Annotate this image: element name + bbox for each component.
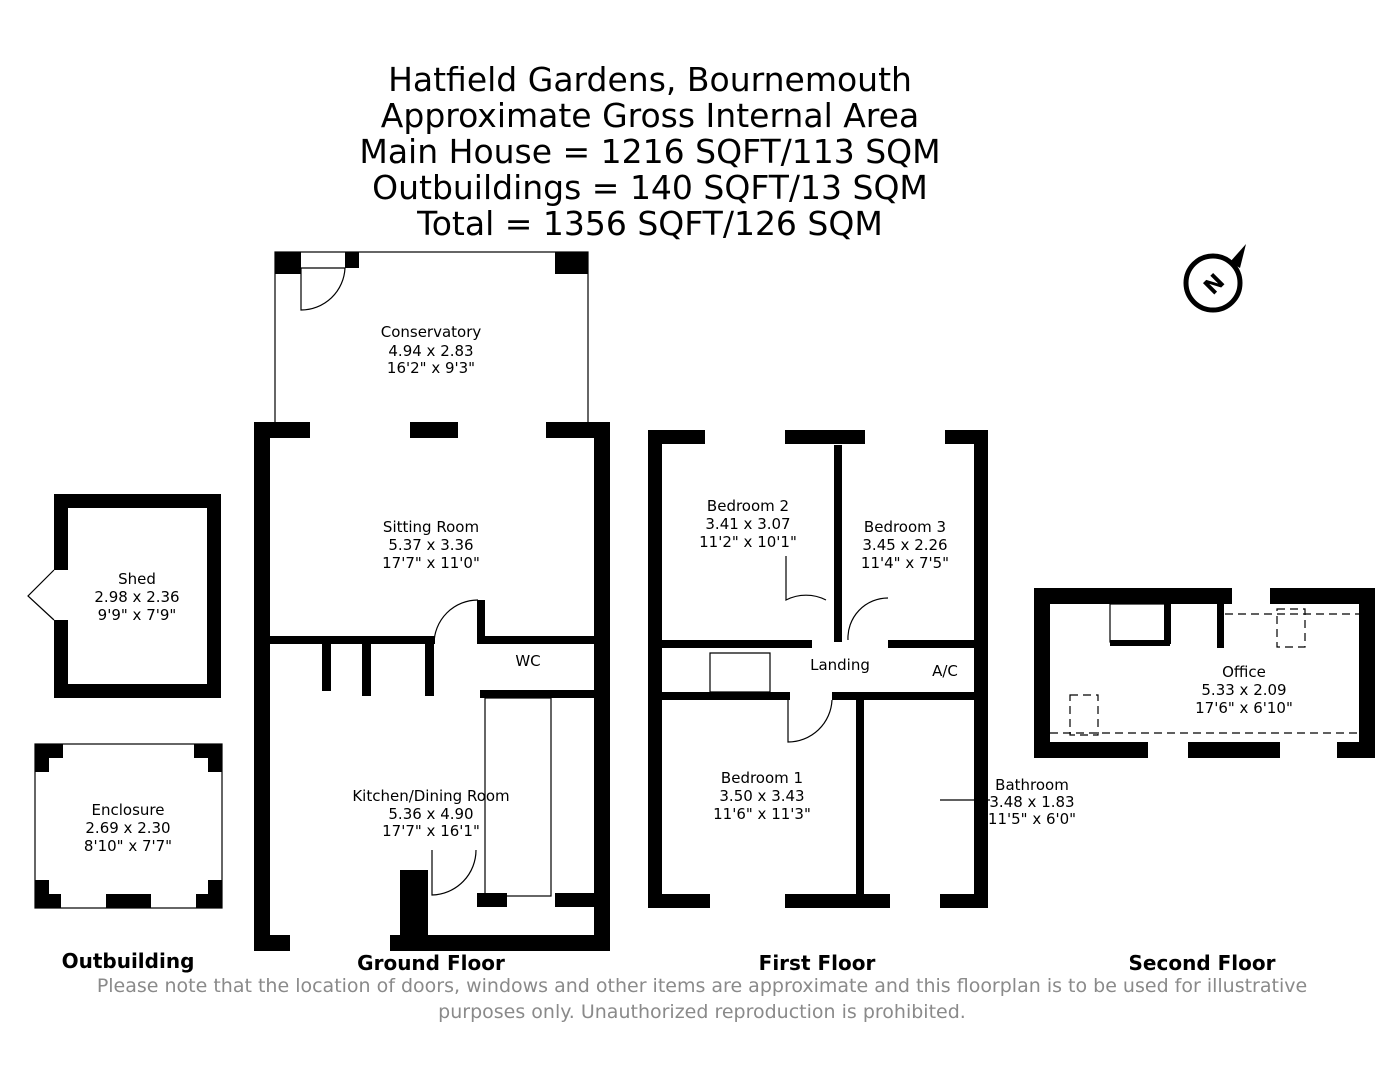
- title-gia: Approximate Gross Internal Area: [380, 96, 920, 135]
- plan-title: Hatfield Gardens, Bournemouth Approximat…: [0, 62, 1300, 242]
- room-label: Office: [1222, 663, 1266, 681]
- floor-label-second: Second Floor: [1129, 951, 1276, 975]
- room-label: 9'9" x 7'9": [98, 606, 177, 624]
- title-total: Total = 1356 SQFT/126 SQM: [417, 204, 883, 243]
- room-label: Landing: [810, 656, 870, 674]
- room-label: Sitting Room: [383, 518, 479, 536]
- room-label: 2.98 x 2.36: [94, 588, 179, 606]
- room-label: 3.48 x 1.83: [989, 793, 1074, 811]
- room-label: 8'10" x 7'7": [84, 837, 172, 855]
- second-floor-plan: Office 5.33 x 2.09 17'6" x 6'10": [1034, 586, 1375, 760]
- shed-plan: Shed 2.98 x 2.36 9'9" x 7'9": [27, 494, 221, 698]
- room-label: 5.37 x 3.36: [388, 536, 473, 554]
- floor-label-outbuilding: Outbuilding: [62, 949, 195, 973]
- room-label: Shed: [118, 570, 156, 588]
- ground-floor-plan: Conservatory 4.94 x 2.83 16'2" x 9'3" Si…: [254, 251, 610, 951]
- title-main-house: Main House = 1216 SQFT/113 SQM: [359, 132, 941, 171]
- north-compass-icon: N: [1183, 244, 1246, 313]
- first-floor-plan: Bedroom 2 3.41 x 3.07 11'2" x 10'1" Bedr…: [648, 429, 1076, 909]
- room-label: 2.69 x 2.30: [85, 819, 170, 837]
- room-label: 17'7" x 16'1": [382, 822, 480, 840]
- room-label: 5.36 x 4.90: [388, 805, 473, 823]
- room-label: 5.33 x 2.09: [1201, 681, 1286, 699]
- room-label: A/C: [932, 662, 958, 680]
- room-label: Conservatory: [381, 323, 482, 341]
- room-label: 11'5" x 6'0": [988, 810, 1076, 828]
- room-label: 11'4" x 7'5": [861, 554, 949, 572]
- floor-label-ground: Ground Floor: [357, 951, 505, 975]
- room-label: Bedroom 3: [864, 518, 946, 536]
- room-label: WC: [515, 652, 540, 670]
- room-label: 17'7" x 11'0": [382, 554, 480, 572]
- disclaimer-line-2: purposes only. Unauthorized reproduction…: [438, 1001, 966, 1023]
- room-label: Bathroom: [995, 776, 1069, 794]
- title-outbuildings: Outbuildings = 140 SQFT/13 SQM: [372, 168, 928, 207]
- room-label: Bedroom 1: [721, 769, 803, 787]
- enclosure-plan: Enclosure 2.69 x 2.30 8'10" x 7'7": [34, 743, 223, 909]
- room-label: 11'6" x 11'3": [713, 805, 811, 823]
- room-label: 16'2" x 9'3": [387, 359, 475, 377]
- room-label: Bedroom 2: [707, 497, 789, 515]
- room-label: 3.45 x 2.26: [862, 536, 947, 554]
- room-label: N: [1199, 269, 1230, 300]
- title-address: Hatfield Gardens, Bournemouth: [388, 60, 912, 99]
- disclaimer: Please note that the location of doors, …: [0, 973, 1398, 1025]
- room-label: 17'6" x 6'10": [1195, 699, 1293, 717]
- room-label: 11'2" x 10'1": [699, 533, 797, 551]
- room-label: 3.50 x 3.43: [719, 787, 804, 805]
- room-label: 3.41 x 3.07: [705, 515, 790, 533]
- floor-label-first: First Floor: [759, 951, 876, 975]
- room-label: 4.94 x 2.83: [388, 342, 473, 360]
- room-label: Enclosure: [92, 801, 165, 819]
- room-label: Kitchen/Dining Room: [352, 787, 509, 805]
- disclaimer-line-1: Please note that the location of doors, …: [96, 975, 1308, 997]
